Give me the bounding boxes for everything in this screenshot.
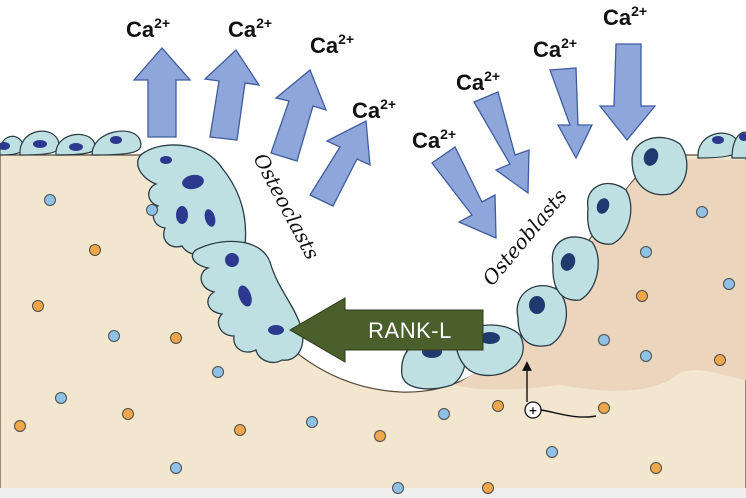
bone-dot bbox=[598, 334, 610, 346]
bone-dot bbox=[170, 462, 182, 474]
bone-dot bbox=[14, 420, 26, 432]
bone-dot bbox=[44, 194, 56, 206]
rankl-arrow: RANK-L bbox=[289, 297, 484, 363]
bottom-bar bbox=[0, 488, 746, 498]
bone-dot bbox=[438, 408, 450, 420]
lining-cells-left bbox=[0, 130, 142, 156]
plus-symbol bbox=[524, 401, 542, 419]
bone-dot bbox=[482, 482, 494, 494]
bone-dot bbox=[392, 482, 404, 494]
bone-dot bbox=[714, 354, 726, 366]
bone-dot bbox=[546, 446, 558, 458]
calcium-release-arrow bbox=[270, 68, 328, 162]
calcium-label: Ca2+ bbox=[228, 15, 272, 42]
bone-dot bbox=[234, 424, 246, 436]
bone-dot bbox=[650, 462, 662, 474]
stimulation-pathway: + bbox=[524, 366, 597, 419]
calcium-label: Ca2+ bbox=[412, 126, 456, 153]
calcium-deposit-arrow bbox=[598, 43, 657, 142]
bone-dot bbox=[146, 204, 158, 216]
bone-dot bbox=[636, 290, 648, 302]
bone-dot bbox=[89, 244, 101, 256]
bone-dot bbox=[306, 416, 318, 428]
calcium-label: Ca2+ bbox=[352, 96, 396, 123]
bone-dot bbox=[32, 300, 44, 312]
calcium-label: Ca2+ bbox=[126, 15, 170, 42]
bone-dot bbox=[212, 366, 224, 378]
bone-dot bbox=[696, 206, 708, 218]
bone-dot bbox=[108, 330, 120, 342]
osteoclast-upper bbox=[137, 144, 247, 258]
calcium-labels: Ca2+ Ca2+ Ca2+ Ca2+ Ca2+ Ca2+ Ca2+ Ca2+ bbox=[126, 3, 647, 153]
bone-dot bbox=[374, 430, 386, 442]
calcium-release-arrow bbox=[309, 119, 371, 207]
calcium-deposit-arrow bbox=[549, 67, 594, 160]
lining-cells-right bbox=[697, 131, 746, 159]
bone-dots bbox=[14, 194, 735, 494]
bone-dot bbox=[640, 350, 652, 362]
bone-dot bbox=[640, 246, 652, 258]
calcium-deposit-arrow bbox=[431, 146, 497, 239]
bone-dot bbox=[598, 402, 610, 414]
calcium-release-arrows bbox=[132, 47, 371, 207]
osteoclast-lower bbox=[191, 240, 304, 364]
osteoclasts-label: Osteoclasts bbox=[249, 149, 325, 263]
bone-dot bbox=[723, 278, 735, 290]
calcium-label: Ca2+ bbox=[456, 68, 500, 95]
stimulation-arrow bbox=[527, 366, 597, 418]
calcium-label: Ca2+ bbox=[533, 35, 577, 62]
bone-dot bbox=[170, 332, 182, 344]
bone-dot bbox=[122, 408, 134, 420]
rankl-label: RANK-L bbox=[368, 318, 452, 343]
calcium-deposit-arrows bbox=[431, 43, 657, 239]
calcium-label: Ca2+ bbox=[603, 3, 647, 30]
calcium-release-arrow bbox=[132, 47, 192, 138]
plus-sign: + bbox=[528, 404, 537, 417]
calcium-deposit-arrow bbox=[473, 91, 530, 195]
calcium-label: Ca2+ bbox=[310, 31, 354, 58]
calcium-release-arrow bbox=[203, 48, 261, 141]
bone-dot bbox=[55, 392, 67, 404]
bone-dot bbox=[492, 400, 504, 412]
